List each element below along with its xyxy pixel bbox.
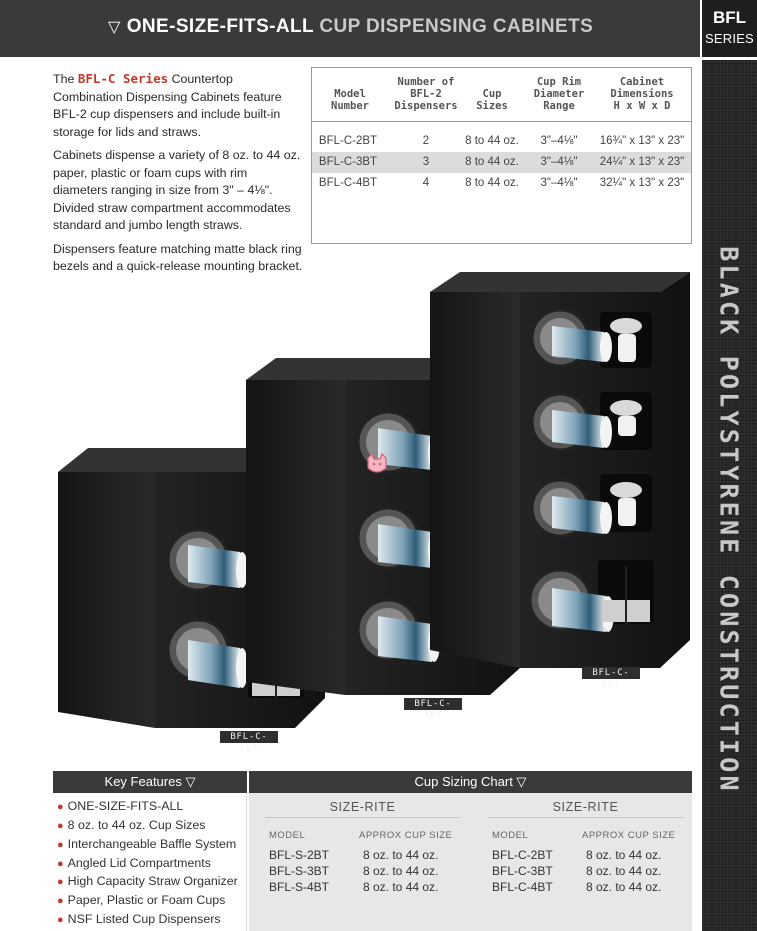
sizing-size-header: APPROX CUP SIZE	[582, 830, 676, 841]
cell-model: BFL-C-3BT	[318, 156, 378, 168]
list-item: ●Paper, Plastic or Foam Cups	[57, 893, 226, 907]
list-item: ●8 oz. to 44 oz. Cup Sizes	[57, 818, 206, 832]
key-features-list: ●ONE-SIZE-FITS-ALL ●8 oz. to 44 oz. Cup …	[53, 795, 247, 931]
cup-sizing-chart: SIZE-RITE MODEL APPROX CUP SIZE BFL-S-2B…	[249, 793, 692, 931]
header-bar	[0, 0, 700, 57]
sizing-model: BFL-C-3BT	[492, 864, 553, 878]
series-tab-word: SERIES	[705, 31, 754, 46]
sizing-model-header: MODEL	[492, 830, 529, 841]
cup-sizing-header: Cup Sizing Chart ▽	[249, 771, 692, 793]
bullet-icon: ●	[57, 914, 64, 926]
cell-model: BFL-C-2BT	[318, 135, 378, 147]
bullet-icon: ●	[57, 895, 64, 907]
sizing-model: BFL-S-4BT	[269, 880, 330, 894]
sizing-size-header: APPROX CUP SIZE	[359, 830, 453, 841]
intro-text: The BFL-C Series Countertop Combination …	[53, 70, 303, 282]
sizing-column-s: SIZE-RITE MODEL APPROX CUP SIZE BFL-S-2B…	[255, 793, 470, 931]
sizing-model-header: MODEL	[269, 830, 306, 841]
page-title: ▽ ONE-SIZE-FITS-ALL CUP DISPENSING CABINE…	[108, 16, 593, 38]
cabinets-illustration	[58, 272, 690, 728]
sizing-model: BFL-S-3BT	[269, 864, 330, 878]
cell-cup-sizes: 8 to 44 oz.	[465, 135, 519, 147]
table-row: BFL-C-2BT 2 8 to 44 oz. 3"–4⅛" 16¾" x 13…	[312, 131, 691, 152]
series-tab: BFL SERIES	[702, 0, 757, 57]
cell-dims: 24¼" x 13" x 23"	[599, 156, 685, 168]
table-row: BFL-C-4BT 4 8 to 44 oz. 3"–4⅛" 32¼" x 13…	[312, 173, 691, 194]
cell-rim: 3"–4⅛"	[540, 177, 578, 189]
cabinet-label-3bt: BFL-C-3BT	[404, 698, 462, 721]
divider	[265, 817, 460, 818]
intro-paragraph-3: Dispensers feature matching matte black …	[53, 241, 303, 274]
sizing-size: 8 oz. to 44 oz.	[586, 864, 662, 878]
bullet-icon: ●	[57, 876, 64, 888]
cat-watermark-icon	[367, 452, 387, 473]
cell-cup-sizes: 8 to 44 oz.	[465, 177, 519, 189]
divider	[488, 817, 683, 818]
triangle-down-icon: ▽	[108, 19, 121, 36]
intro-p1-post: Countertop Combination Dispensing Cabine…	[53, 72, 282, 139]
bullet-icon: ●	[57, 839, 64, 851]
list-item: ●NSF Listed Cup Dispensers	[57, 912, 221, 926]
intro-paragraph-1: The BFL-C Series Countertop Combination …	[53, 70, 303, 141]
sizing-size: 8 oz. to 44 oz.	[586, 880, 662, 894]
bullet-icon: ●	[57, 820, 64, 832]
cell-dispensers: 3	[422, 156, 430, 168]
list-item: ●Angled Lid Compartments	[57, 856, 211, 870]
cell-dispensers: 4	[422, 177, 430, 189]
sizing-model: BFL-S-2BT	[269, 848, 330, 862]
table-row: BFL-C-3BT 3 8 to 44 oz. 3"–4⅛" 24¼" x 13…	[312, 152, 691, 173]
cabinet-4bt	[430, 272, 690, 668]
sizing-model: BFL-C-4BT	[492, 880, 553, 894]
sizing-model: BFL-C-2BT	[492, 848, 553, 862]
series-tab-name: BFL	[712, 8, 747, 27]
sizing-title: SIZE-RITE	[329, 800, 396, 814]
list-item: ●Interchangeable Baffle System	[57, 837, 237, 851]
side-banner-text: BLACK POLYSTYRENE CONSTRUCTION	[714, 246, 744, 794]
title-strong: ONE-SIZE-FITS-ALL	[126, 16, 314, 37]
cabinet-label-4bt: BFL-C-4BT	[582, 667, 640, 690]
series-name: BFL-C Series	[77, 71, 169, 86]
bullet-icon: ●	[57, 858, 64, 870]
sizing-size: 8 oz. to 44 oz.	[363, 880, 439, 894]
title-rest: CUP DISPENSING CABINETS	[319, 16, 594, 37]
intro-paragraph-2: Cabinets dispense a variety of 8 oz. to …	[53, 148, 301, 232]
sizing-column-c: SIZE-RITE MODEL APPROX CUP SIZE BFL-C-2B…	[478, 793, 693, 931]
cell-dispensers: 2	[422, 135, 430, 147]
intro-p1-pre: The	[53, 72, 75, 86]
cell-model: BFL-C-4BT	[318, 177, 378, 189]
cell-dims: 32¼" x 13" x 23"	[599, 177, 685, 189]
sizing-size: 8 oz. to 44 oz.	[586, 848, 662, 862]
cell-dims: 16¾" x 13" x 23"	[599, 135, 685, 147]
key-features-header: Key Features ▽	[53, 771, 247, 793]
sizing-size: 8 oz. to 44 oz.	[363, 864, 439, 878]
bullet-icon: ●	[57, 801, 64, 813]
list-item: ●ONE-SIZE-FITS-ALL	[57, 799, 184, 813]
cell-rim: 3"–4⅛"	[540, 156, 578, 168]
cell-cup-sizes: 8 to 44 oz.	[465, 156, 519, 168]
bottom-panels: Key Features ▽ Cup Sizing Chart ▽ ●ONE-S…	[53, 771, 692, 931]
cell-rim: 3"–4⅛"	[540, 135, 578, 147]
side-banner-strip	[702, 60, 757, 931]
sizing-size: 8 oz. to 44 oz.	[363, 848, 439, 862]
sizing-title: SIZE-RITE	[552, 800, 619, 814]
cabinet-label-2bt: BFL-C-2BT	[220, 731, 278, 754]
list-item: ●High Capacity Straw Organizer	[57, 874, 238, 888]
